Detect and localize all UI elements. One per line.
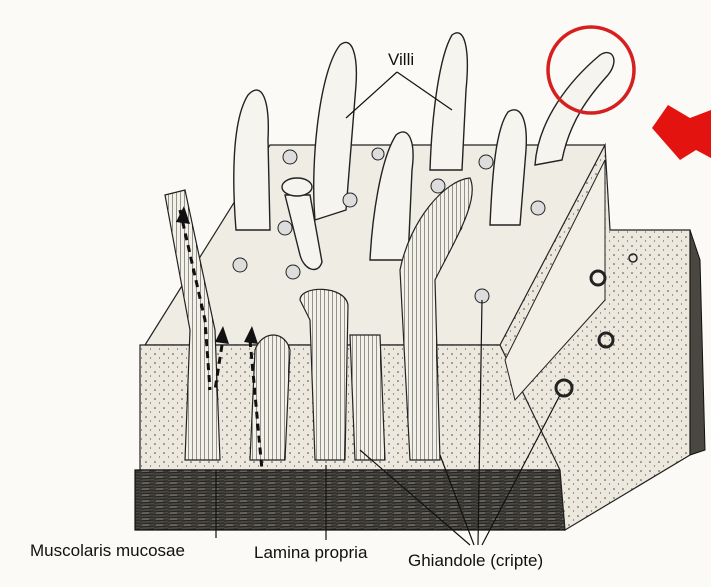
villi-label: Villi bbox=[388, 50, 414, 70]
muscularis-mucosae-label: Muscolaris mucosae bbox=[30, 541, 185, 561]
villus bbox=[430, 33, 467, 170]
crypt bbox=[250, 335, 290, 460]
red-arrow bbox=[652, 105, 711, 160]
ghiandole-label: Ghiandole (cripte) bbox=[408, 551, 543, 571]
lamina-propria-label: Lamina propria bbox=[254, 543, 367, 563]
muscularis-mucosae-layer bbox=[135, 470, 565, 530]
villus bbox=[490, 110, 526, 225]
crypt bbox=[350, 335, 385, 460]
villus bbox=[234, 90, 270, 230]
